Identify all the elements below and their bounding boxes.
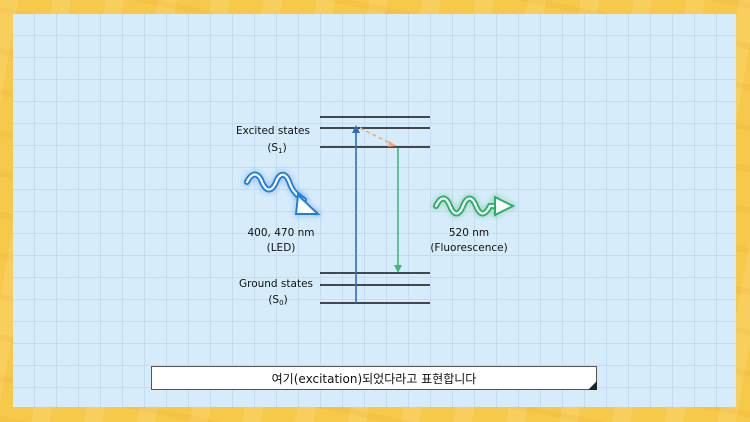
relaxation-arrow [359,127,397,147]
emission-arrow [394,148,402,273]
subtitle-caption: 여기(excitation)되었다라고 표현합니다 [151,366,597,390]
excited-states-symbol: (S1) [267,142,286,155]
green-wave-icon [433,195,516,217]
grid-board [13,14,736,407]
excitation-wavelength: 400, 470 nm [248,227,315,239]
caption-corner-fold [588,381,597,390]
emission-wavelength: 520 nm [449,227,489,239]
excited-states-label: Excited states [236,125,310,137]
subtitle-text: 여기(excitation)되었다라고 표현합니다 [271,371,477,386]
ground-states-symbol: (S0) [268,294,287,307]
blue-wave-icon [244,171,321,215]
emission-type: (Fluorescence) [430,242,507,254]
ground-states-label: Ground states [239,278,313,290]
excitation-source: (LED) [267,242,296,254]
excitation-arrow [352,125,360,303]
